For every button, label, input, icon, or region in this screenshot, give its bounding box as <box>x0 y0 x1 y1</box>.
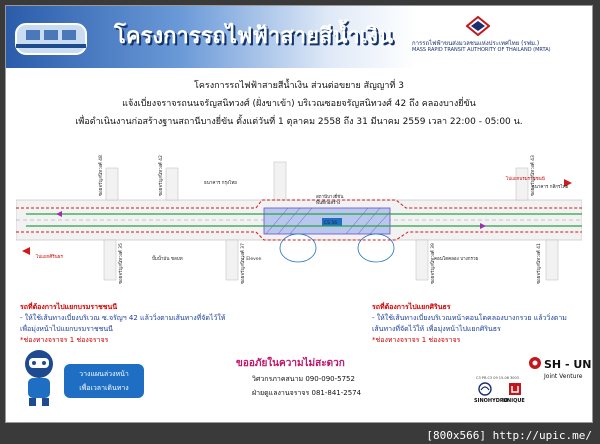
work-zone-label: พื้นที่ก่อสร้าง <box>316 199 340 206</box>
contact-field-engineer: วิศวกรภาคสนาม 090-090-5752 <box>252 375 355 383</box>
soi-37-label: ซอยจรัญสนิทวงศ์ 37 <box>239 243 246 284</box>
note-left-body-2: เพื่อมุ่งหน้าไปแยกบรมราชชนนี <box>20 325 113 333</box>
soi-41-label: ซอยจรัญสนิทวงศ์ 41 <box>535 243 542 284</box>
note-left-body-1: - ให้ใช้เส้นทางเบี่ยงบริเวณ ซ.จรัญฯ 42 แ… <box>20 314 226 322</box>
note-right-body-2: เส้นทางที่จัดไว้ให้ เพื่อมุ่งหน้าไปแยกศิ… <box>372 325 501 333</box>
apology-text: ขออภัยในความไม่สะดวก <box>236 358 345 369</box>
org-name-english: MASS RAPID TRANSIT AUTHORITY OF THAILAND… <box>412 47 551 53</box>
note-right-title: รถที่ต้องการไปแยกศิรินธร <box>372 303 451 311</box>
document-code: C3 PR-C3 09 15-06 3003 <box>476 376 519 380</box>
intro-line-2: แจ้งเบี่ยงจราจรถนนจรัญสนิทวงศ์ (ฝั่งขาเข… <box>122 99 476 109</box>
station-label: สถานีบางยี่ขัน <box>316 193 343 200</box>
org-name-thai: การรถไฟฟ้าขนส่งมวลชนแห่งประเทศไทย (รฟม.) <box>412 40 540 47</box>
unique-logo-icon <box>509 383 521 395</box>
watermark-text: [800x566] http://upic.me/ <box>426 429 592 442</box>
notice-sheet: โครงการรถไฟฟ้าสายสีน้ำเงิน การรถไฟฟ้าขนส… <box>6 6 592 422</box>
mrta-logo-block: การรถไฟฟ้าขนส่งมวลชนแห่งประเทศไทย (รฟม.)… <box>406 16 586 58</box>
note-right-lanes: *ช่องทางจราจร 1 ช่องจราจร <box>372 336 461 344</box>
sinohydro-label: SINOHYDRO <box>474 398 508 404</box>
page-title: โครงการรถไฟฟ้าสายสีน้ำเงิน <box>114 24 394 49</box>
contact-traffic-dept: ฝ่ายดูแลงานจราจร 081-841-2574 <box>252 389 362 397</box>
unique-label: UNIQUE <box>503 398 525 404</box>
bubble-line-1: วางแผนล่วงหน้า <box>79 370 129 378</box>
note-left-title: รถที่ต้องการไปแยกบรมราชชนนี <box>20 303 118 311</box>
cs-label: CS 56 <box>324 220 337 226</box>
soi-43-label: ซอยจรัญสนิทวงศ์ 43 <box>529 155 536 196</box>
jv-name: SH - UN <box>544 358 592 371</box>
landmark-condo-label: คอนโดคลอง บางกรวย <box>434 255 478 262</box>
note-right-body-1: - ให้ใช้เส้นทางเบี่ยงบริเวณหน้าคอนโดคลอง… <box>372 314 567 322</box>
jv-subtitle: Joint Venture <box>544 373 583 380</box>
landmark-school-label: ธนาคาร กรุงไทย <box>204 180 237 186</box>
to-sanam-chai-label: ไปแยกบรมราชชนนี <box>505 176 545 182</box>
landmark-7eleven-label: 7 Eleven <box>242 256 262 262</box>
soi-42-label: ซอยจรัญสนิทวงศ์ 42 <box>157 155 164 196</box>
landmark-pump-label: ปั๊มน้ำมัน ชลบท <box>152 255 183 262</box>
landmark-bank-label: ธนาคาร กสิกรไทย <box>532 184 569 190</box>
header-banner: โครงการรถไฟฟ้าสายสีน้ำเงิน การรถไฟฟ้าขนส… <box>6 6 592 68</box>
mrta-logo-icon <box>466 16 490 36</box>
sinohydro-logo-icon <box>478 382 492 396</box>
note-left-lanes: *ช่องทางจราจร 1 ช่องจราจร <box>20 336 109 344</box>
bubble-line-2: เพื่อเวลาเดินทาง <box>79 384 129 392</box>
intro-line-1: โครงการรถไฟฟ้าสายสีน้ำเงิน ส่วนต่อขยาย ส… <box>194 81 404 91</box>
intro-line-3: เพื่อดำเนินงานก่อสร้างฐานสถานีบางยี่ขัน … <box>75 117 523 127</box>
traffic-diversion-map: ไปแยกศิรินธร ไปแยกบรมราชชนนี ธนาคาร กรุง… <box>16 155 582 284</box>
soi-35-label: ซอยจรัญสนิทวงศ์ 35 <box>117 243 124 284</box>
advice-bubble: วางแผนล่วงหน้า เพื่อเวลาเดินทาง <box>64 364 144 398</box>
train-icon <box>15 23 87 55</box>
jv-logo-icon <box>529 357 541 369</box>
note-to-sirindhorn: รถที่ต้องการไปแยกศิรินธร - ให้ใช้เส้นทาง… <box>372 302 567 346</box>
soi-48-label: ซอยจรัญสนิทวงศ์ 48 <box>97 155 104 196</box>
mascot-icon <box>25 350 53 406</box>
to-sirindhorn-label: ไปแยกศิรินธร <box>35 254 63 260</box>
note-to-sanam-chai: รถที่ต้องการไปแยกบรมราชชนนี - ให้ใช้เส้น… <box>20 302 225 346</box>
soi-39-label: ซอยจรัญสนิทวงศ์ 39 <box>429 243 436 284</box>
